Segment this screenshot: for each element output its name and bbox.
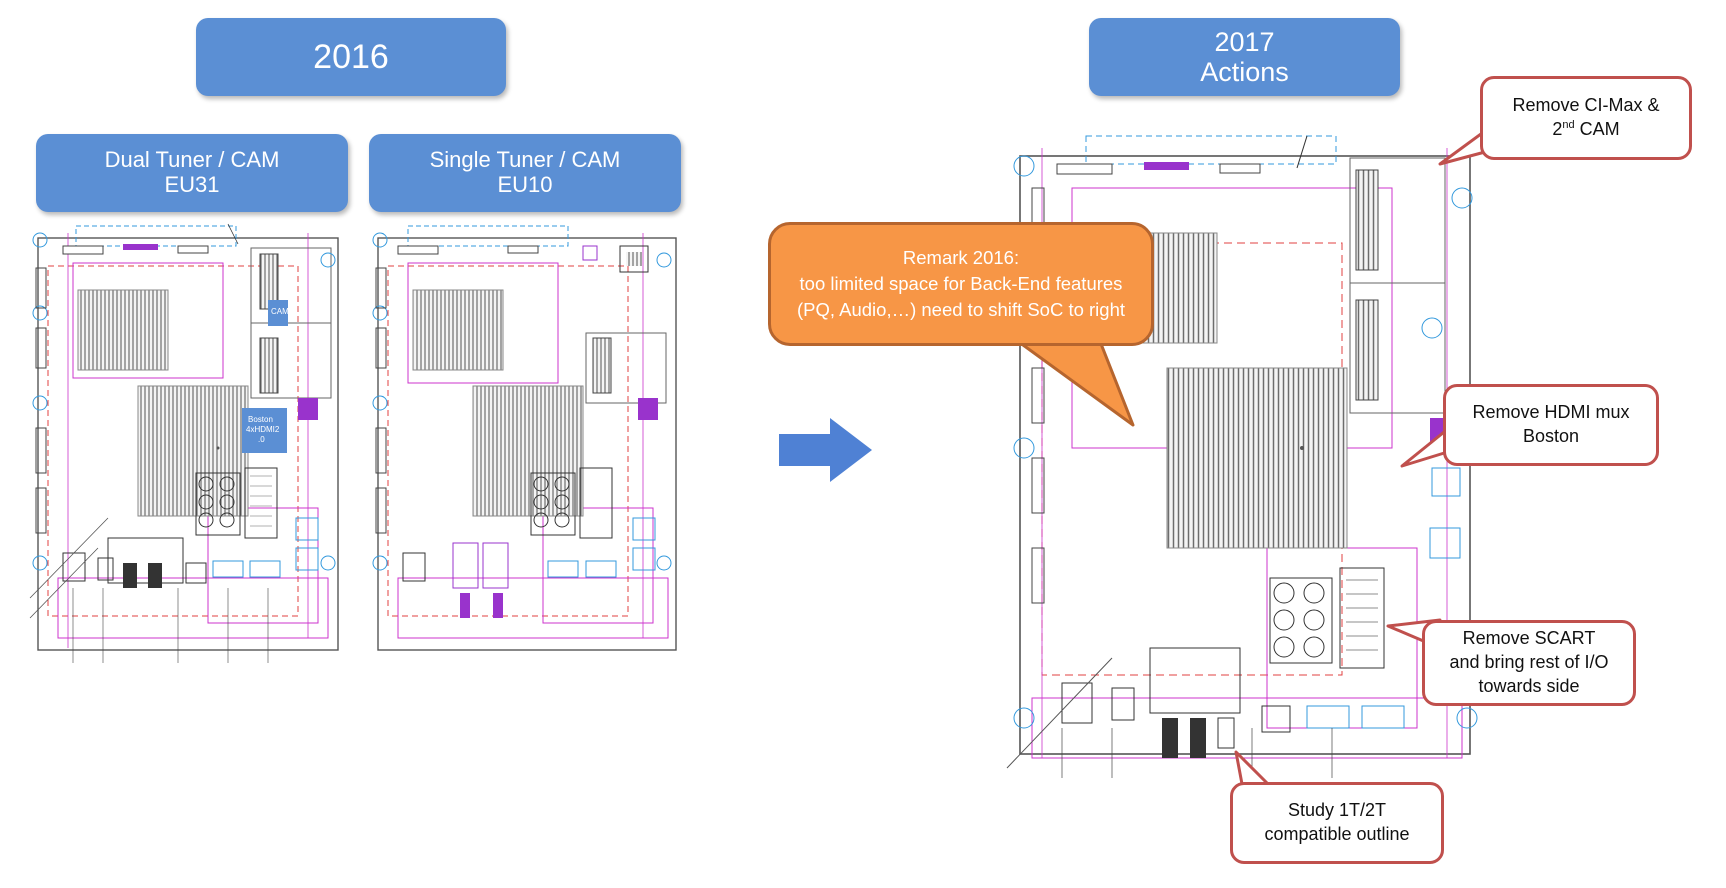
year-2017-label: 2017: [1214, 26, 1275, 57]
hdmi-mux-callout: Remove HDMI mux Boston: [1443, 384, 1659, 466]
hdmi-mux-line2: Boston: [1522, 426, 1580, 446]
hdmi-mux-line1: Remove HDMI mux: [1472, 402, 1630, 423]
remark-line3: (PQ, Audio,…) need to shift SoC to right: [796, 299, 1126, 321]
boston-chip-line3: .0: [258, 435, 265, 444]
transition-arrow: [779, 418, 872, 482]
ci-max-line1: Remove CI-Max &: [1512, 95, 1660, 116]
study-line1: Study 1T/2T: [1287, 800, 1387, 821]
study-callout: Study 1T/2T compatible outline: [1230, 782, 1444, 864]
board-eu10-line1: Single Tuner / CAM: [429, 147, 621, 173]
scart-line2: and bring rest of I/O: [1449, 652, 1609, 673]
cam-chip-label: CAM 2: [271, 307, 296, 316]
year-2016-label: 2016: [313, 37, 389, 76]
board-eu10-header: Single Tuner / CAM EU10: [369, 134, 681, 212]
actions-label: Actions: [1200, 57, 1289, 87]
remark-line1: Remark 2016:: [902, 246, 1020, 268]
scart-line1: Remove SCART: [1462, 628, 1596, 649]
pcb-drawing-eu10: [372, 225, 677, 651]
ci-max-callout: Remove CI-Max & 2nd CAM: [1480, 76, 1692, 160]
board-eu10-line2: EU10: [497, 172, 553, 197]
year-2017-header: 2017 Actions: [1089, 18, 1400, 96]
pcb-drawing-eu31: CAM 2 Boston 4xHDMI2 .0: [29, 223, 339, 663]
boston-chip-line1: Boston: [248, 415, 273, 424]
scart-line3: towards side: [1478, 675, 1580, 696]
board-eu31-line2: EU31: [164, 172, 220, 197]
year-2016-header: 2016: [196, 18, 506, 96]
boston-chip-line2: 4xHDMI2: [246, 425, 280, 434]
remark-line2: too limited space for Back-End features: [799, 272, 1123, 294]
remark-bubble: Remark 2016: too limited space for Back-…: [768, 222, 1154, 346]
board-eu31-header: Dual Tuner / CAM EU31: [36, 134, 348, 212]
study-line2: compatible outline: [1264, 824, 1410, 844]
scart-callout: Remove SCART and bring rest of I/O towar…: [1422, 620, 1636, 706]
board-eu31-line1: Dual Tuner / CAM: [104, 147, 280, 173]
ci-max-line2: 2nd CAM: [1552, 119, 1620, 139]
